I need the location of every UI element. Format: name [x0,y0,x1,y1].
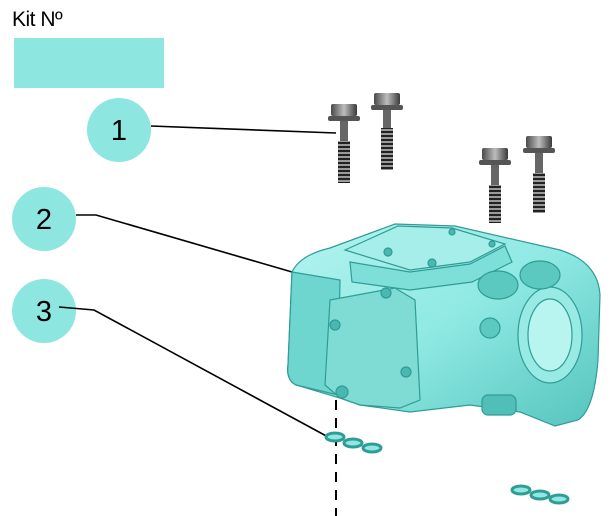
leader-line-3 [58,306,331,439]
o-ring [529,489,551,501]
o-ring [548,493,570,505]
housing-top-ridge [349,245,513,291]
bolt-boss [335,385,349,399]
callout-2: 2 [12,187,76,251]
bolt [479,148,511,223]
callout-circle [12,187,76,251]
housing-top-plate [343,225,507,271]
housing-port [477,270,519,300]
kit-label: Kit Nº [12,8,63,31]
housing-end-inner [527,298,573,372]
callout-number: 2 [36,204,52,236]
bolt [371,93,403,170]
housing-port [479,317,501,339]
o-ring [361,442,383,454]
bolt [523,136,555,213]
o-ring [510,484,532,496]
bolt-boss [488,240,496,248]
leader-line-1 [150,125,337,134]
housing-bottom-port [481,394,517,416]
housing-bracket [324,287,421,409]
leader-line-2 [76,214,293,273]
bolt [328,104,360,183]
bolt-boss [380,287,392,299]
o-ring-group [324,431,570,505]
callout-circle [87,98,151,162]
bolt-boss [400,366,412,378]
leader-lines [58,125,337,439]
cover-housing [287,223,601,427]
housing-port [519,260,561,290]
bolt-group [328,93,555,223]
callout-number: 1 [111,115,127,147]
kit-number-background [14,38,164,88]
bolt-boss [329,319,341,331]
callout-circle [12,279,76,343]
callout-3: 3 [12,279,76,343]
o-ring [324,431,346,443]
bolt-boss [427,258,437,268]
o-ring [342,437,364,449]
bolt-boss [448,228,456,236]
callout-number: 3 [36,296,52,328]
bolt-boss [383,247,393,257]
callout-1: 1 [87,98,151,162]
